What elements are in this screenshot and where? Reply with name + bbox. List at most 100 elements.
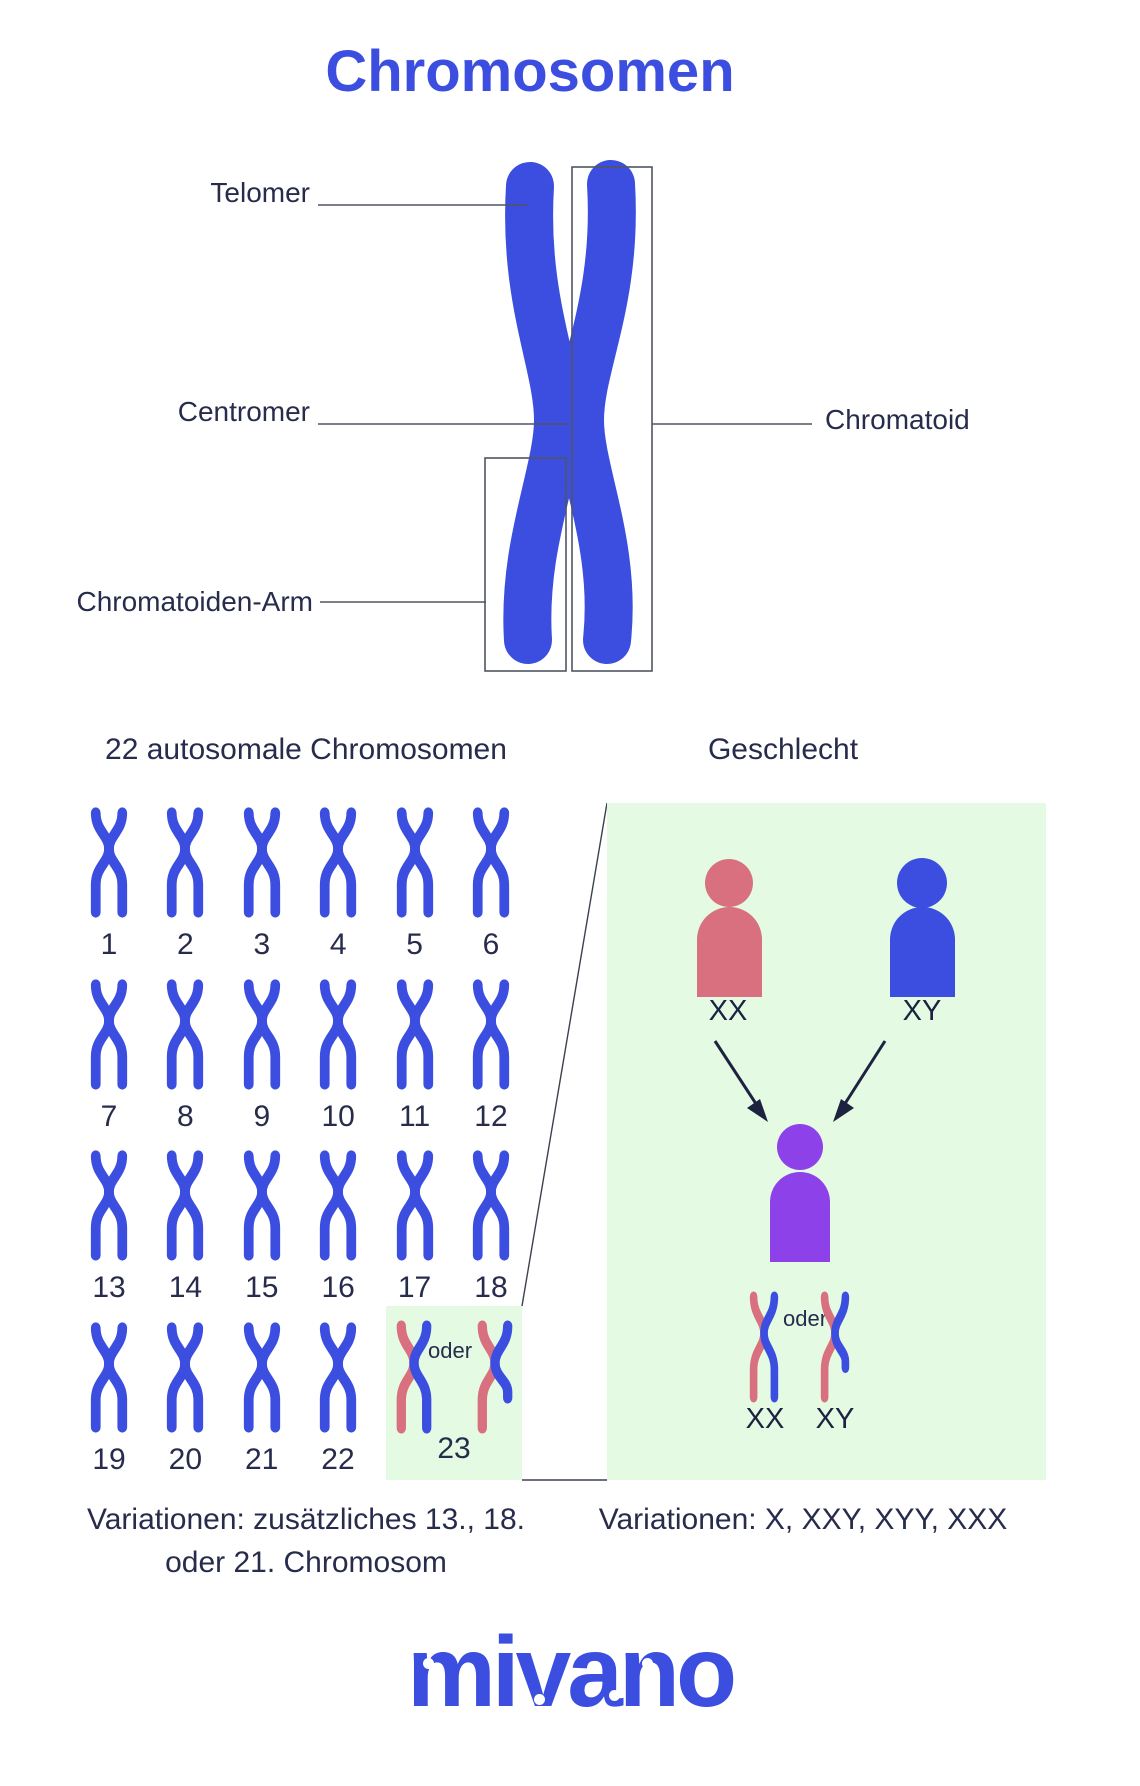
chromosome-number: 21 <box>244 1443 279 1476</box>
child-xx-label: XX <box>745 1403 785 1435</box>
chromosome-icon <box>392 977 438 1092</box>
karyotype-row-4: 19 20 21 22 <box>86 1320 361 1477</box>
chromosome-item: 7 <box>86 977 132 1134</box>
chromosome-number: 6 <box>482 928 500 961</box>
chromosome-icon <box>86 1320 132 1435</box>
centromer-label: Centromer <box>177 396 310 427</box>
chromosome-number: 19 <box>92 1443 126 1476</box>
chromosome-icon <box>86 977 132 1092</box>
logo-dot <box>609 1690 621 1701</box>
chromosome-item: 9 <box>239 977 285 1134</box>
chromosome-number: 3 <box>253 928 271 961</box>
chromosome-item: 15 <box>239 1148 285 1305</box>
chromosome-icon <box>315 1148 361 1263</box>
chromosome-item: 2 <box>162 805 208 962</box>
male-person-body <box>890 907 955 997</box>
chromosome-icon <box>86 1148 132 1263</box>
chromosome-number: 7 <box>100 1100 118 1133</box>
male-person-head <box>897 858 947 908</box>
chromosome-item: 6 <box>468 805 514 962</box>
female-person-body <box>697 907 762 997</box>
chromosome-item: 12 <box>468 977 514 1134</box>
chromosome-number: 9 <box>253 1100 271 1133</box>
chromosome-number: 17 <box>397 1271 432 1304</box>
chromosome-number: 15 <box>245 1271 279 1304</box>
chromatoid-label: Chromatoid <box>825 404 970 435</box>
chromosome-icon <box>392 805 438 920</box>
chromosome-icon <box>239 805 285 920</box>
chromosome-icon <box>162 1148 208 1263</box>
inheritance-arrows <box>713 1040 887 1122</box>
chromosome-number: 4 <box>329 928 347 961</box>
chromosome-item: 22 <box>315 1320 361 1477</box>
logo-dot <box>534 1694 546 1705</box>
chromosome-item: 14 <box>162 1148 208 1305</box>
chromosome-icon <box>239 1320 285 1435</box>
karyotype-row-1: 1 2 3 4 5 6 <box>86 805 514 962</box>
child-xy-label: XY <box>815 1403 855 1435</box>
chromosome-item: 18 <box>468 1148 514 1305</box>
chromosome-item: 3 <box>239 805 285 962</box>
chromosome-number: 23 <box>437 1432 471 1465</box>
chromosome-item: 8 <box>162 977 208 1134</box>
karyotype-row-2: 7 8 9 10 11 12 <box>86 977 514 1134</box>
chromosome-icon <box>315 977 361 1092</box>
chromosome-number: 5 <box>406 928 423 961</box>
chromosome-item: 19 <box>86 1320 132 1477</box>
geschlecht-heading: Geschlecht <box>707 733 859 766</box>
chromosome-item: 17 <box>392 1148 438 1305</box>
xy-chromosome-icon <box>817 1289 853 1405</box>
chromosome-item: 4 <box>315 805 361 962</box>
chromatoiden-arm-label: Chromatoiden-Arm <box>76 586 313 617</box>
logo-container: mivano <box>0 1622 1140 1722</box>
chromosome-number: 11 <box>398 1100 431 1133</box>
chromosome-23-box: oder 23 <box>386 1306 522 1480</box>
chromosome-icon <box>162 977 208 1092</box>
chromosome-icon <box>392 1148 438 1263</box>
telomer-label: Telomer <box>210 177 310 208</box>
geschlecht-panel: XX XY oder XX XY <box>607 803 1046 1480</box>
child-person-head <box>777 1124 823 1170</box>
chromosome-number: 10 <box>321 1100 355 1133</box>
chromosome-number: 8 <box>177 1100 194 1133</box>
chromosome-number: 22 <box>321 1443 355 1476</box>
chromosome-structure-diagram <box>318 160 812 672</box>
karyotype-row-3: 13 14 15 16 17 18 <box>86 1148 514 1305</box>
chromosome-number: 14 <box>168 1271 203 1304</box>
mivano-logo: mivano <box>406 1616 737 1728</box>
chromosome-number: 2 <box>177 928 194 961</box>
chromosome-item: 13 <box>86 1148 132 1305</box>
chromosome-icon <box>315 805 361 920</box>
chromatoiden-arm-box <box>484 457 567 672</box>
chromosome-23-xx-icon <box>392 1318 436 1436</box>
chromosome-number: 18 <box>474 1271 508 1304</box>
autosome-variations-text: Variationen: zusätzliches 13., 18. oder … <box>76 1498 536 1584</box>
zoom-connector-lines <box>521 802 608 1481</box>
logo-dot <box>641 1658 653 1669</box>
chromosome-item: 20 <box>162 1320 208 1477</box>
chromosome-item: 5 <box>392 805 438 962</box>
xx-chromosome-icon <box>746 1289 782 1405</box>
chromosome-number: 13 <box>92 1271 126 1304</box>
chromosome-item: 1 <box>86 805 132 962</box>
autosomes-heading: 22 autosomale Chromosomen <box>105 733 507 766</box>
sex-variations-text: Variationen: X, XXY, XYY, XXX <box>598 1503 1008 1536</box>
chromosome-number: 20 <box>168 1443 203 1476</box>
chromosome-icon <box>86 805 132 920</box>
chromosome-number: 12 <box>474 1100 508 1133</box>
logo-dot <box>423 1658 435 1669</box>
chromosome-item: 11 <box>392 977 438 1134</box>
chromosome-number: 16 <box>321 1271 355 1304</box>
oder-label: oder <box>428 1338 473 1363</box>
chromosome-item: 21 <box>239 1320 285 1477</box>
oder-label: oder <box>783 1306 828 1331</box>
variations-line-2: oder 21. Chromosom <box>165 1546 447 1579</box>
chromosome-icon <box>162 1320 208 1435</box>
female-xx-label: XX <box>708 995 748 1027</box>
variations-line-1: Variationen: zusätzliches 13., 18. <box>86 1503 526 1536</box>
chromosome-icon <box>162 805 208 920</box>
chromosome-item: 10 <box>315 977 361 1134</box>
chromosome-icon <box>239 977 285 1092</box>
chromosome-item: 16 <box>315 1148 361 1305</box>
